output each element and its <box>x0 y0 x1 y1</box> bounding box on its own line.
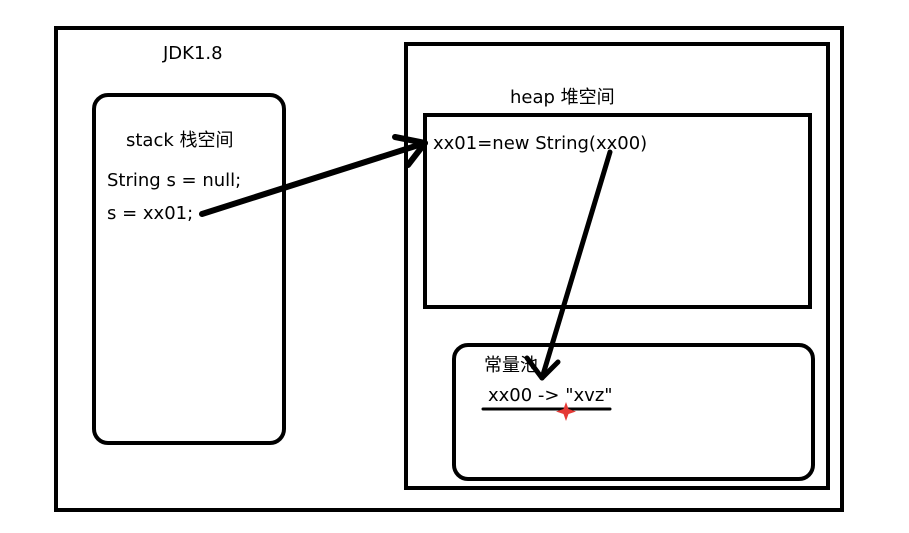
constant-pool-box <box>452 343 815 481</box>
constant-pool-entry: xx00 -> "xvz" <box>488 385 613 406</box>
stack-label: stack 栈空间 <box>126 130 234 151</box>
heap-object-box <box>423 113 812 309</box>
heap-object-text: xx01=new String(xx00) <box>433 133 648 154</box>
memory-region-frame <box>404 42 830 490</box>
constant-pool-label: 常量池 <box>484 355 538 376</box>
heap-to-pool-arrowhead <box>524 355 561 381</box>
cursor-star-icon <box>556 402 576 421</box>
jvm-outer-frame <box>54 26 844 512</box>
stack-box <box>92 93 286 445</box>
jdk-version-title: JDK1.8 <box>163 43 223 64</box>
stack-to-heap-arrow <box>199 140 428 217</box>
stack-line-assignment: s = xx01; <box>107 203 194 224</box>
heap-to-pool-arrow <box>539 149 613 381</box>
heap-label: heap 堆空间 <box>510 87 615 108</box>
stack-line-declaration: String s = null; <box>107 170 242 191</box>
stack-to-heap-arrowhead <box>392 134 428 168</box>
